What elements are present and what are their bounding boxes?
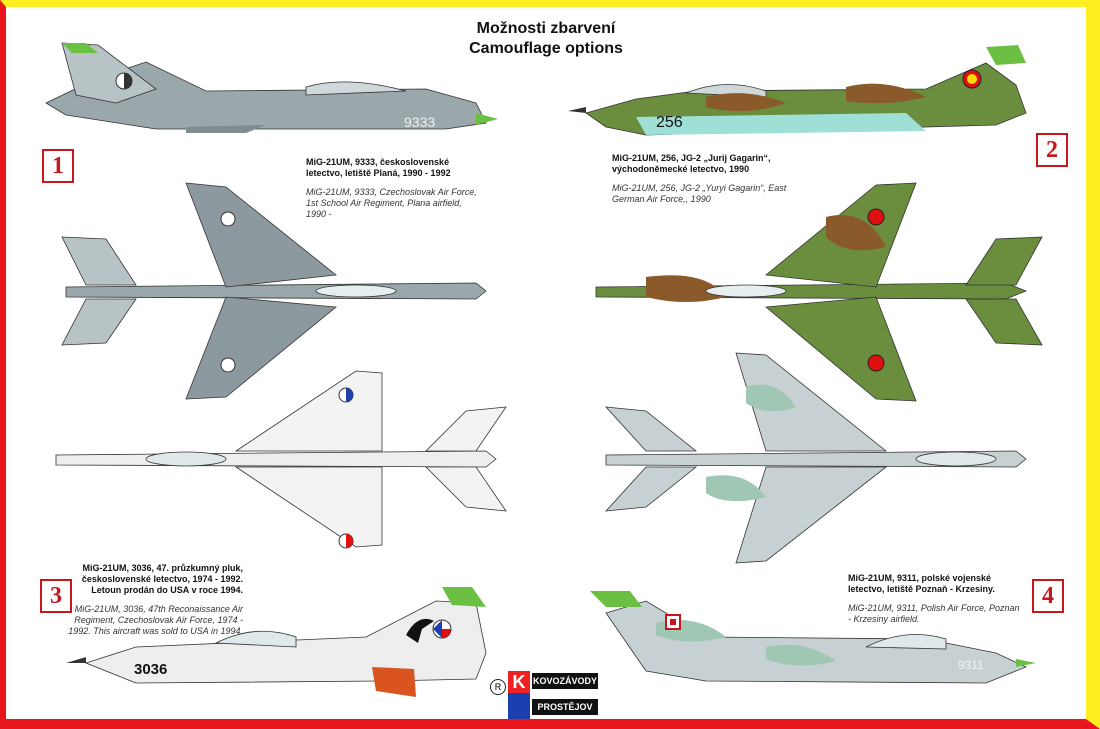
caption-3: MiG-21UM, 3036, 47. průzkumný pluk, česk… bbox=[68, 563, 243, 637]
caption-2-czech: MiG-21UM, 256, JG-2 „Jurij Gagarin“, výc… bbox=[612, 153, 771, 174]
page-title: Možnosti zbarvení Camouflage options bbox=[6, 19, 1086, 59]
logo-k-mark: K bbox=[508, 671, 530, 693]
caption-1-english: MiG-21UM, 9333, Czechoslovak Air Force, … bbox=[306, 187, 477, 219]
caption-4-czech: MiG-21UM, 9311, polské vojenské letectvo… bbox=[848, 573, 995, 594]
serial-3: 3036 bbox=[134, 661, 167, 678]
registered-mark: R bbox=[490, 679, 506, 695]
option-number-1: 1 bbox=[42, 149, 74, 183]
caption-3-czech: MiG-21UM, 3036, 47. průzkumný pluk, česk… bbox=[81, 563, 243, 595]
logo-line-2: PROSTĚJOV bbox=[532, 699, 598, 715]
caption-2-english: MiG-21UM, 256, JG-2 „Yuryi Gagarin“, Eas… bbox=[612, 183, 787, 204]
serial-1: 9333 bbox=[404, 114, 435, 130]
aircraft-3-top-view bbox=[55, 370, 507, 549]
option-number-2: 2 bbox=[1036, 133, 1068, 167]
option-number-4: 4 bbox=[1032, 579, 1064, 613]
caption-2: MiG-21UM, 256, JG-2 „Jurij Gagarin“, výc… bbox=[612, 153, 787, 205]
caption-4: MiG-21UM, 9311, polské vojenské letectvo… bbox=[848, 573, 1023, 625]
caption-3-english: MiG-21UM, 3036, 47th Reconaissance Air R… bbox=[68, 604, 243, 636]
aircraft-illustrations: 9333 256 3036 9311 bbox=[45, 42, 1043, 697]
aircraft-2-top-view bbox=[595, 182, 1043, 402]
poster-canvas: Možnosti zbarvení Camouflage options bbox=[6, 7, 1086, 719]
caption-1: MiG-21UM, 9333, československé letectvo,… bbox=[306, 157, 481, 220]
serial-4: 9311 bbox=[958, 658, 984, 672]
aircraft-1-side-view bbox=[45, 42, 498, 133]
aircraft-1-top-view bbox=[61, 182, 487, 400]
caption-4-english: MiG-21UM, 9311, Polish Air Force, Poznan… bbox=[848, 603, 1020, 624]
serial-2: 256 bbox=[656, 114, 683, 131]
aircraft-2-side-view bbox=[568, 45, 1027, 136]
option-number-3: 3 bbox=[40, 579, 72, 613]
title-english: Camouflage options bbox=[469, 40, 623, 57]
aircraft-4-top-view bbox=[605, 352, 1027, 564]
caption-1-czech: MiG-21UM, 9333, československé letectvo,… bbox=[306, 157, 451, 178]
aircraft-4-side-view bbox=[590, 591, 1036, 684]
title-czech: Možnosti zbarvení bbox=[476, 20, 616, 37]
kovozavody-logo: R K KOVOZÁVODY PROSTĚJOV bbox=[490, 671, 600, 721]
aircraft-3-side-view bbox=[66, 587, 487, 697]
logo-line-1: KOVOZÁVODY bbox=[532, 673, 598, 689]
